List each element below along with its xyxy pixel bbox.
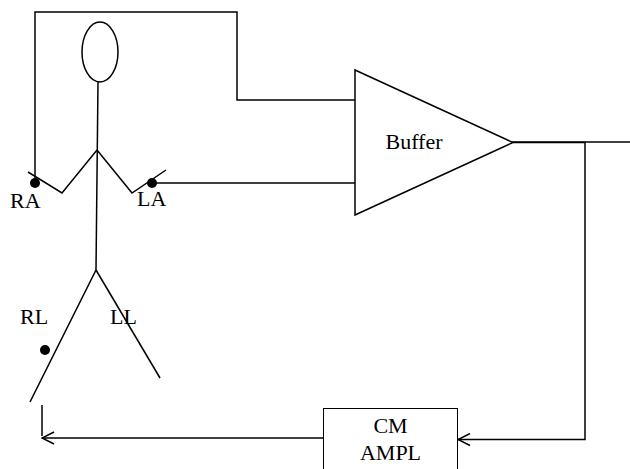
limb-label: LL <box>110 306 137 328</box>
left-arm <box>97 150 166 193</box>
ra-wire <box>35 12 355 183</box>
node-text: CM AMPL <box>351 413 431 466</box>
body <box>96 82 98 270</box>
right-arm <box>28 150 97 193</box>
node-text: Buffer <box>385 129 442 155</box>
right-leg <box>30 270 96 402</box>
electrode-label: RA <box>10 190 41 212</box>
la-electrode <box>147 178 157 188</box>
buffer-amplifier: Buffer <box>355 70 513 215</box>
rl-electrode <box>40 345 50 355</box>
head <box>82 22 118 82</box>
left-leg <box>96 270 160 378</box>
cm-amplifier-box: CM AMPL <box>323 408 458 469</box>
electrode-label: RL <box>20 306 48 328</box>
la-wire <box>152 182 355 184</box>
feedback-wire <box>42 437 323 439</box>
rl-wire <box>41 405 43 436</box>
ra-electrode <box>30 178 40 188</box>
electrode-label: LA <box>137 188 166 210</box>
signal-connector <box>458 143 585 440</box>
